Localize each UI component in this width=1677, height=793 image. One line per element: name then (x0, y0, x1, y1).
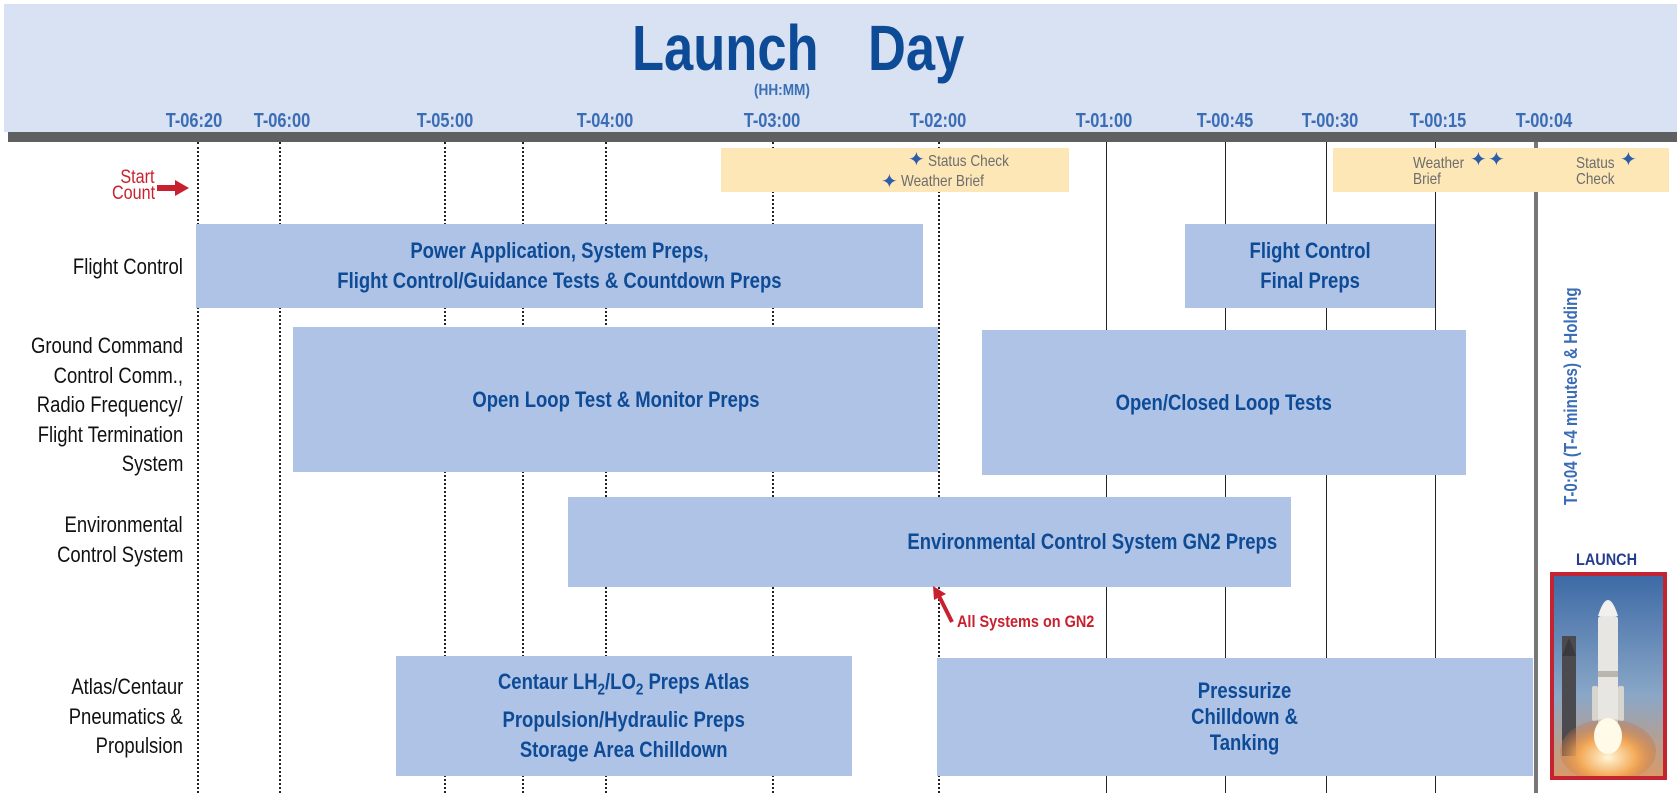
activity-ecs-gn2: Environmental Control System GN2 Preps (568, 497, 1291, 587)
header-band: Launch Day (HH:MM) T-06:20 T-06:00 T-05:… (4, 4, 1677, 132)
gridline-t0200 (938, 142, 940, 793)
activity-pressurize-tanking: Pressurize Chilldown & Tanking (937, 658, 1533, 776)
row-label-line: Atlas/Centaur (71, 674, 183, 699)
start-count-line2: Count (112, 183, 156, 204)
activity-text: Centaur LH2/LO2 Preps Atlas Propulsion/H… (474, 667, 773, 765)
tick-t0045: T-00:45 (1196, 110, 1254, 132)
activity-line: Open Loop Test & Monitor Preps (471, 386, 760, 412)
activity-open-closed-loop: Open/Closed Loop Tests (982, 330, 1466, 475)
tick-t0620: T-06:20 (165, 110, 223, 132)
activity-line: Tanking (1210, 730, 1280, 755)
note-weather-brief: Weather Brief (901, 173, 984, 190)
note-status-line1: Status (1576, 155, 1615, 172)
title-day: Day (868, 12, 965, 84)
row-label-line: System (121, 451, 183, 476)
row-label-ground-command: Ground Command Control Comm., Radio Freq… (0, 331, 183, 479)
tick-t0400: T-04:00 (576, 110, 634, 132)
star-icon: ✦ (908, 149, 925, 171)
row-label-line: Pneumatics & (68, 703, 183, 729)
activity-line: Final Preps (1260, 268, 1360, 293)
activity-line: Environmental Control System GN2 Preps (907, 529, 1277, 554)
note-final-checks (1333, 148, 1669, 192)
launch-label: LAUNCH (1576, 550, 1638, 569)
activity-flight-control-final: Flight Control Final Preps (1185, 224, 1435, 308)
centaur-text: /LO (605, 668, 637, 694)
activity-centaur-preps: Centaur LH2/LO2 Preps Atlas Propulsion/H… (396, 656, 852, 776)
hold-text: T-0:04 (T-4 minutes) & Holding (1561, 287, 1581, 505)
activity-text: Flight Control Final Preps (1238, 236, 1382, 296)
tick-t0200: T-02:00 (909, 110, 967, 132)
star-icon: ✦ (1620, 149, 1637, 171)
start-count-line1: Start (120, 167, 155, 188)
all-systems-gn2-label: All Systems on GN2 (957, 612, 1095, 631)
row-label-line: Control Comm., (53, 362, 183, 388)
note-weather-line1: Weather (1413, 155, 1465, 172)
tick-t0300: T-03:00 (743, 110, 801, 132)
row-label-line: Radio Frequency/ (37, 392, 183, 417)
centaur-sub: 2 (636, 681, 644, 699)
title-units: (HH:MM) (754, 82, 810, 99)
activity-line: Chilldown & (1191, 704, 1299, 729)
tick-t0100: T-01:00 (1075, 110, 1133, 132)
activity-open-loop: Open Loop Test & Monitor Preps (293, 327, 938, 472)
note-weather-line2: Brief (1413, 171, 1441, 188)
activity-line: Pressurize (1198, 678, 1292, 703)
star-icon: ✦ (1488, 149, 1505, 171)
tick-t0600: T-06:00 (253, 110, 311, 132)
activity-line: Flight Control/Guidance Tests & Countdow… (337, 268, 782, 293)
gridline-t0004-hold (1534, 142, 1538, 793)
arrow-up-left-icon (933, 586, 954, 623)
tick-t0030: T-00:30 (1301, 110, 1359, 132)
row-label-atlas-centaur: Atlas/Centaur Pneumatics & Propulsion (0, 672, 183, 761)
arrow-right-icon (157, 180, 189, 196)
tick-t0500: T-05:00 (416, 110, 474, 132)
row-label-line: Ground Command (30, 333, 183, 358)
gridline-t0620 (197, 142, 199, 793)
launch-photo (1550, 572, 1667, 780)
activity-line: Open/Closed Loop Tests (1115, 389, 1333, 415)
activity-line: Flight Control (1249, 238, 1371, 263)
star-icon: ✦ (881, 171, 898, 193)
row-label-line: Propulsion (95, 733, 183, 758)
activity-power-application: Power Application, System Preps, Flight … (196, 224, 923, 308)
note-status-line2: Check (1576, 171, 1615, 188)
title-launch: Launch (632, 12, 819, 84)
start-count-label: Start Count (112, 167, 156, 204)
activity-text: Pressurize Chilldown & Tanking (1181, 678, 1308, 756)
tick-t0015: T-00:15 (1409, 110, 1467, 132)
row-label-line: Flight Control (73, 254, 183, 279)
row-label-line: Control System (56, 541, 183, 567)
row-label-line: Flight Termination (37, 421, 183, 447)
row-label-line: Environmental (64, 512, 183, 537)
row-label-environmental: Environmental Control System (0, 510, 183, 569)
activity-text: Power Application, System Preps, Flight … (295, 236, 824, 296)
note-status-weather (721, 148, 1069, 192)
note-status-check: Status Check (928, 153, 1009, 170)
activity-line: Storage Area Chilldown (520, 737, 728, 763)
header-divider (8, 132, 1677, 142)
rocket-icon (1554, 576, 1663, 776)
centaur-text: Preps Atlas (643, 668, 750, 694)
star-icon: ✦ (1470, 149, 1487, 171)
gridline-t0600 (279, 142, 281, 793)
activity-line: Centaur LH2/LO2 Preps Atlas (498, 667, 750, 705)
centaur-text: Centaur LH (498, 668, 598, 694)
activity-line: Power Application, System Preps, (410, 238, 709, 263)
tick-t0004: T-00:04 (1515, 110, 1573, 132)
centaur-sub: 2 (597, 681, 606, 699)
row-label-flight-control: Flight Control (0, 252, 183, 282)
activity-line: Propulsion/Hydraulic Preps (502, 707, 746, 733)
